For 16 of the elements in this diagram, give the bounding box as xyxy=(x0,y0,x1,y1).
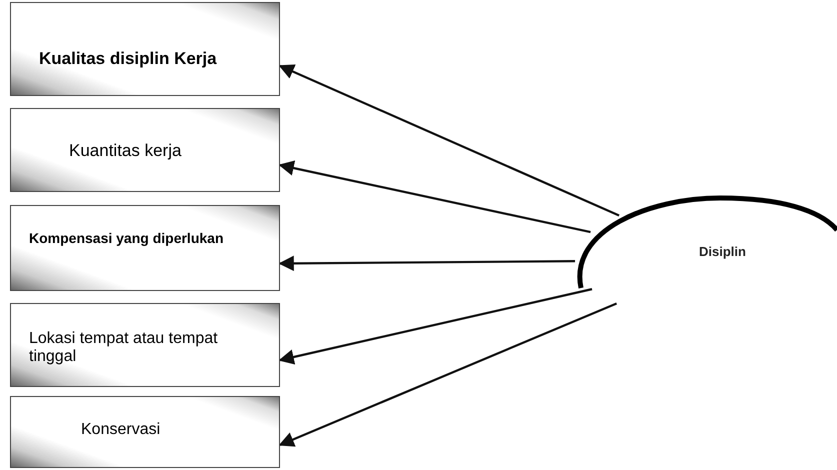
arrow xyxy=(278,64,620,216)
arrow xyxy=(278,302,618,447)
arrow xyxy=(278,288,592,365)
text-box xyxy=(10,205,280,291)
arrow xyxy=(278,160,591,234)
box-label: Konservasi xyxy=(81,421,160,439)
text-box xyxy=(10,396,280,468)
text-box xyxy=(10,2,280,96)
text-box xyxy=(10,303,280,387)
node-label: Disiplin xyxy=(699,244,746,259)
box-label: Kualitas disiplin Kerja xyxy=(39,49,217,69)
box-label: Kompensasi yang diperlukan xyxy=(29,230,224,246)
box-label: Kuantitas kerja xyxy=(69,141,182,161)
text-box xyxy=(10,108,280,192)
box-label: Lokasi tempat atau tempat tinggal xyxy=(29,330,219,366)
arrow xyxy=(278,256,576,272)
